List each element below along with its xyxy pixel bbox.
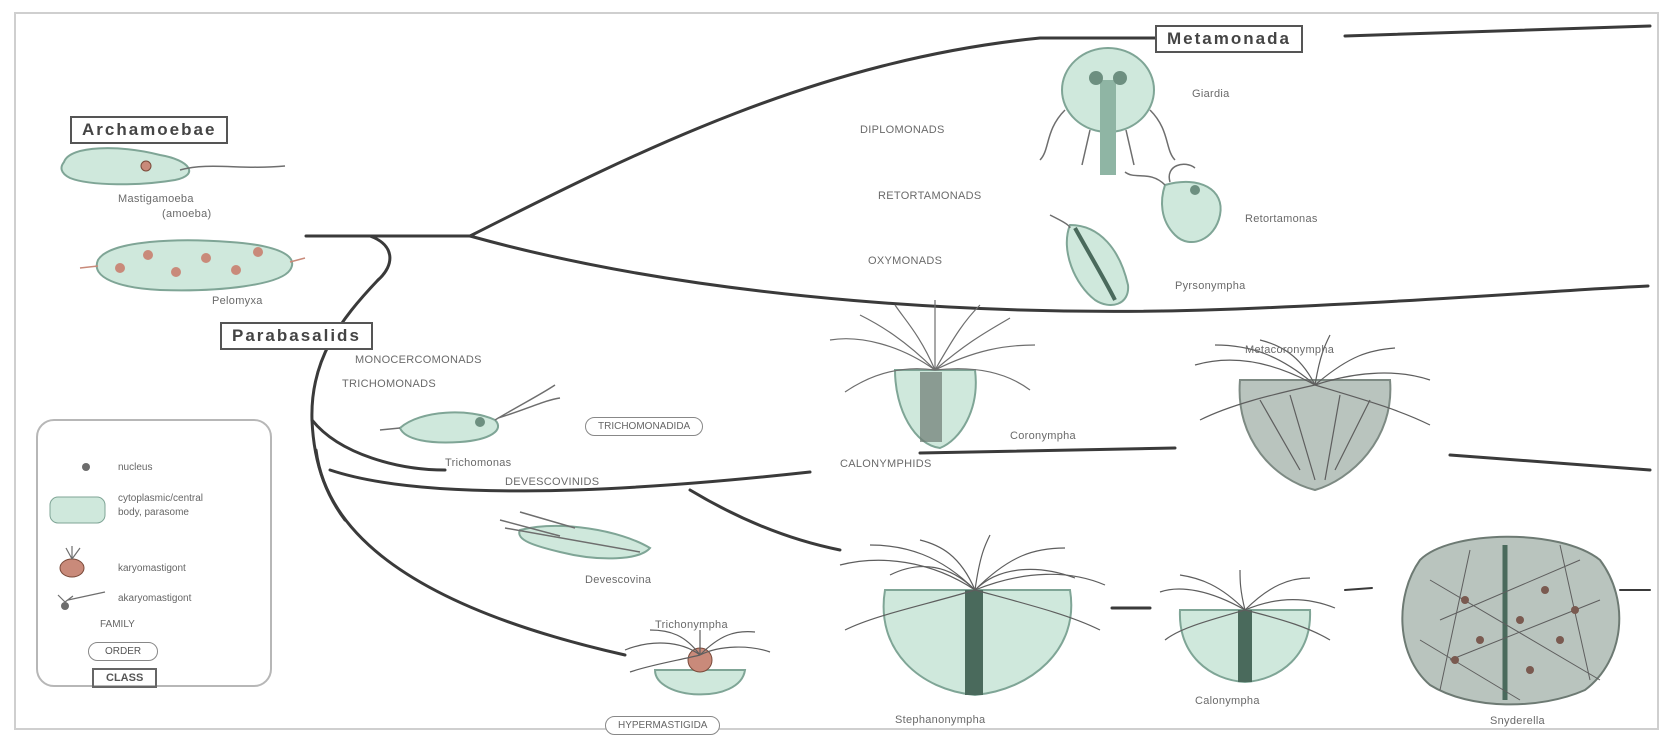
label-trichonympha: Trichonympha bbox=[655, 619, 728, 631]
pyrsonympha-illustration bbox=[1050, 215, 1128, 305]
trichomonas-illustration bbox=[380, 385, 560, 442]
label-giardia: Giardia bbox=[1192, 88, 1230, 100]
label-pelomyxa: Pelomyxa bbox=[212, 295, 263, 307]
metacoronympha-illustration bbox=[1195, 335, 1430, 490]
branch-oxymonad-arc bbox=[470, 236, 1648, 311]
legend-family: FAMILY bbox=[100, 619, 135, 630]
legend-class: CLASS bbox=[92, 668, 157, 688]
label-coronympha: Coronympha bbox=[1010, 430, 1076, 442]
order-trichomonadida: TRICHOMONADIDA bbox=[585, 417, 703, 436]
branch-metamonada-right bbox=[1345, 26, 1650, 36]
link-calo-sny bbox=[1345, 588, 1372, 590]
mastigamoeba-illustration bbox=[62, 148, 285, 184]
legend-nucleus: nucleus bbox=[118, 462, 152, 473]
branch-metamonada bbox=[470, 38, 1155, 236]
branch-calonymphid-far bbox=[1450, 455, 1650, 470]
trichonympha-illustration bbox=[625, 630, 770, 694]
group-oxymonads: OXYMONADS bbox=[868, 255, 942, 267]
group-devescovinids: DEVESCOVINIDS bbox=[505, 476, 599, 488]
legend-cytoplasm-line1: cytoplasmic/central bbox=[118, 493, 203, 504]
coronympha-illustration bbox=[830, 300, 1035, 448]
legend-order: ORDER bbox=[88, 642, 158, 661]
label-pyrsonympha: Pyrsonympha bbox=[1175, 280, 1246, 292]
group-trichomonads: TRICHOMONADS bbox=[342, 378, 436, 390]
stephanonympha-illustration bbox=[840, 535, 1105, 695]
taxon-archamoebae: Archamoebae bbox=[70, 116, 228, 144]
group-diplomonads: DIPLOMONADS bbox=[860, 124, 945, 136]
pelomyxa-illustration bbox=[80, 240, 305, 290]
group-retortamonads: RETORTAMONADS bbox=[878, 190, 982, 202]
branch-stephanonympha bbox=[690, 490, 840, 550]
label-stephanonympha: Stephanonympha bbox=[895, 714, 985, 726]
branch-parabasalid-hook bbox=[370, 236, 390, 280]
branch-parabasalid-trunk bbox=[312, 280, 378, 520]
branch-calonymphid-right bbox=[920, 448, 1175, 453]
taxon-parabasalids: Parabasalids bbox=[220, 322, 373, 350]
retortamonas-illustration bbox=[1125, 164, 1221, 242]
label-mastigamoeba-sub: (amoeba) bbox=[162, 208, 211, 220]
label-mastigamoeba: Mastigamoeba bbox=[118, 193, 194, 205]
label-devescovina: Devescovina bbox=[585, 574, 651, 586]
legend-karyomastigont: karyomastigont bbox=[118, 563, 186, 574]
devescovina-illustration bbox=[500, 512, 650, 558]
calonympha-illustration bbox=[1160, 570, 1335, 682]
legend-akaryomastigont: akaryomastigont bbox=[118, 593, 191, 604]
giardia-illustration bbox=[1040, 48, 1175, 175]
label-calonympha: Calonympha bbox=[1195, 695, 1260, 707]
group-monocercomonads: MONOCERCOMONADS bbox=[355, 354, 482, 366]
label-snyderella: Snyderella bbox=[1490, 715, 1545, 727]
order-hypermastigida: HYPERMASTIGIDA bbox=[605, 716, 720, 735]
legend-cytoplasm-line2: body, parasome bbox=[118, 507, 189, 518]
label-metacoronympha: Metacoronympha bbox=[1245, 344, 1334, 356]
taxon-metamonada: Metamonada bbox=[1155, 25, 1303, 53]
legend: nucleus cytoplasmic/central body, paraso… bbox=[36, 419, 272, 687]
label-trichomonas: Trichomonas bbox=[445, 457, 511, 469]
snyderella-illustration bbox=[1402, 537, 1619, 705]
label-retortamonas: Retortamonas bbox=[1245, 213, 1318, 225]
group-calonymphids: CALONYMPHIDS bbox=[840, 458, 932, 470]
